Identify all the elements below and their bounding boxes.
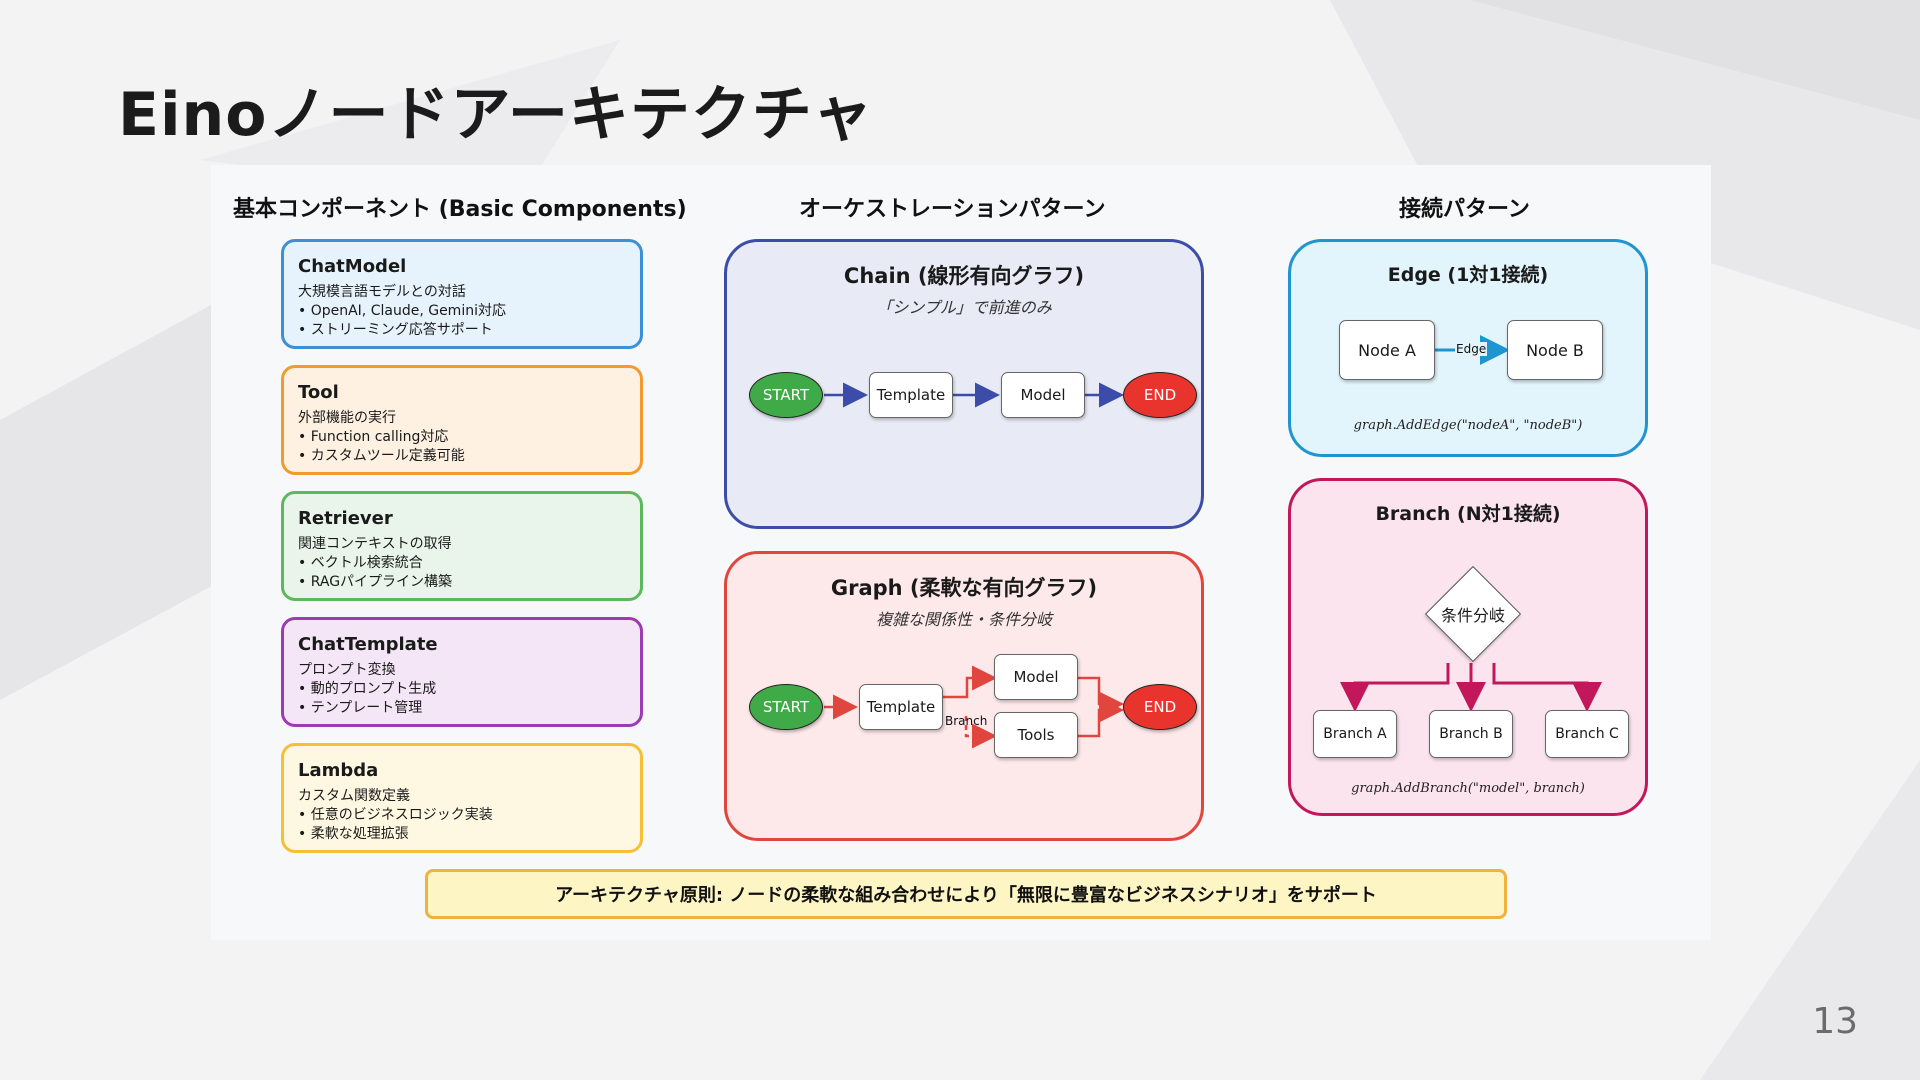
card-description: 大規模言語モデルとの対話 [298, 284, 466, 300]
architecture-principle-banner: アーキテクチャ原則: ノードの柔軟な組み合わせにより「無限に豊富なビジネスシナリ… [425, 869, 1507, 919]
card-title: Tool [298, 382, 339, 403]
graph-subtitle: 複雑な関係性・条件分岐 [875, 610, 1052, 629]
card-bullet: • ベクトル検索統合 [298, 555, 423, 571]
chain-arrows [824, 382, 1124, 408]
card-title: Lambda [298, 760, 379, 781]
graph-model-node: Model [994, 654, 1078, 700]
card-tool: Tool 外部機能の実行 • Function calling対応 • カスタム… [281, 365, 643, 475]
card-title: ChatTemplate [298, 634, 438, 655]
branch-arrows [1340, 663, 1602, 712]
branch-c-node: Branch C [1545, 710, 1629, 758]
card-bullet: • Function calling対応 [298, 429, 449, 445]
edge-code: graph.AddEdge("nodeA", "nodeB") [1353, 418, 1583, 433]
card-description: カスタム関数定義 [298, 788, 410, 804]
card-description: 関連コンテキストの取得 [298, 536, 452, 552]
card-title: Retriever [298, 508, 393, 529]
card-description: プロンプト変換 [298, 662, 396, 678]
card-lambda: Lambda カスタム関数定義 • 任意のビジネスロジック実装 • 柔軟な処理拡… [281, 743, 643, 853]
branch-condition-diamond: 条件分岐 [1424, 565, 1522, 663]
edge-node-b: Node B [1507, 320, 1603, 380]
card-chatmodel: ChatModel 大規模言語モデルとの対話 • OpenAI, Claude,… [281, 239, 643, 349]
architecture-diagram: 基本コンポーネント (Basic Components) オーケストレーションパ… [211, 165, 1711, 940]
card-bullet: • 任意のビジネスロジック実装 [298, 807, 493, 823]
graph-tools-node: Tools [994, 712, 1078, 758]
card-bullet: • 動的プロンプト生成 [298, 681, 437, 697]
edge-pattern-box: Edge (1対1接続) Node A Edge Node B graph.Ad… [1288, 239, 1648, 457]
components-column-title: 基本コンポーネント (Basic Components) [233, 197, 687, 222]
graph-arrows [824, 665, 1124, 749]
card-bullet: • OpenAI, Claude, Gemini対応 [298, 303, 506, 319]
edge-node-a: Node A [1339, 320, 1435, 380]
card-retriever: Retriever 関連コンテキストの取得 • ベクトル検索統合 • RAGパイ… [281, 491, 643, 601]
card-bullet: • ストリーミング応答サポート [298, 322, 493, 338]
connection-column-title: 接続パターン [1399, 197, 1530, 222]
card-chattemplate: ChatTemplate プロンプト変換 • 動的プロンプト生成 • テンプレー… [281, 617, 643, 727]
graph-title: Graph (柔軟な有向グラフ) [830, 576, 1098, 600]
orchestration-column-title: オーケストレーションパターン [799, 197, 1106, 222]
card-bullet: • RAGパイプライン構築 [298, 574, 453, 590]
page-number: 13 [1812, 1001, 1858, 1042]
card-bullet: • 柔軟な処理拡張 [298, 826, 409, 842]
branch-code: graph.AddBranch("model", branch) [1351, 781, 1585, 796]
branch-b-node: Branch B [1429, 710, 1513, 758]
edge-label: Edge [1455, 342, 1488, 356]
branch-pattern-box: Branch (N対1接続) 条件分岐 Branch A Branch B Br… [1288, 478, 1648, 816]
card-bullet: • カスタムツール定義可能 [298, 448, 465, 464]
branch-a-node: Branch A [1313, 710, 1397, 758]
chain-end-node: END [1123, 372, 1197, 418]
graph-pattern-box: Graph (柔軟な有向グラフ) 複雑な関係性・条件分岐 START Templ… [724, 551, 1204, 841]
card-bullet: • テンプレート管理 [298, 700, 423, 716]
chain-start-node: START [749, 372, 823, 418]
graph-end-node: END [1123, 684, 1197, 730]
chain-title: Chain (線形有向グラフ) [843, 264, 1085, 288]
chain-subtitle: 「シンプル」で前進のみ [876, 298, 1052, 317]
slide-title: Einoノードアーキテクチャ [118, 80, 874, 150]
card-description: 外部機能の実行 [298, 410, 396, 426]
chain-template-node: Template [869, 372, 953, 418]
chain-model-node: Model [1001, 372, 1085, 418]
branch-title: Branch (N対1接続) [1375, 503, 1561, 525]
graph-branch-label: Branch [945, 714, 988, 728]
branch-condition-label: 条件分岐 [1440, 606, 1505, 625]
edge-title: Edge (1対1接続) [1387, 264, 1549, 286]
chain-pattern-box: Chain (線形有向グラフ) 「シンプル」で前進のみ START Templa… [724, 239, 1204, 529]
graph-template-node: Template [859, 684, 943, 730]
card-title: ChatModel [298, 256, 407, 277]
graph-start-node: START [749, 684, 823, 730]
